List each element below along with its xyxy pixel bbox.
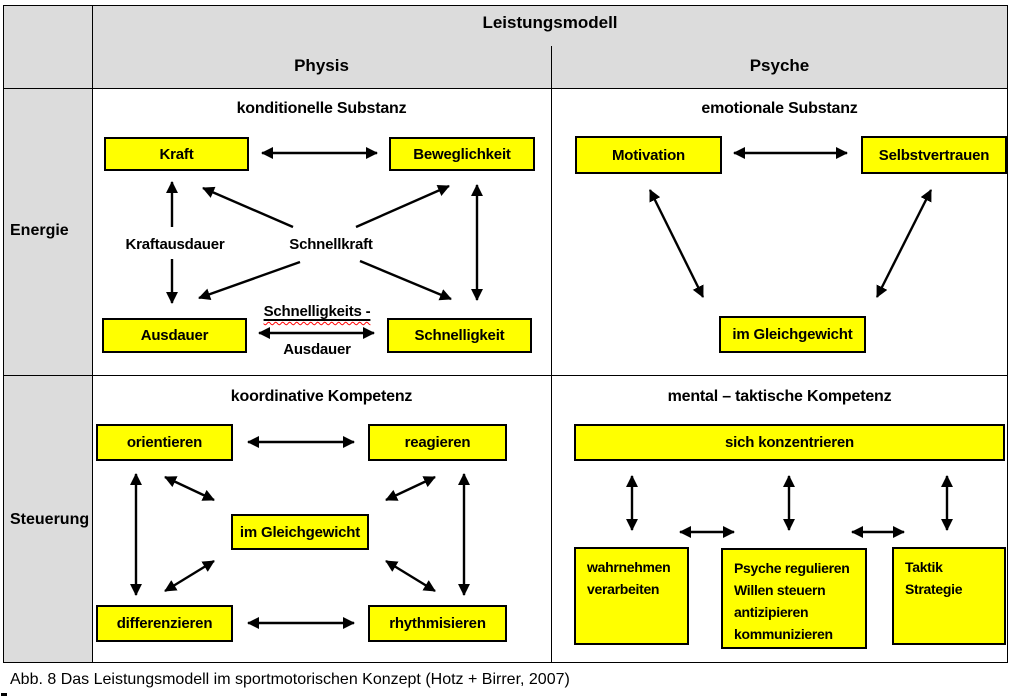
table-outer-border	[3, 5, 1008, 663]
grid-line-vertical-physis-psyche	[551, 46, 552, 663]
heading-koordinative-kompetenz: koordinative Kompetenz	[230, 388, 413, 405]
taktik-line1: Taktik	[905, 559, 943, 575]
label-schnelligkeits-ausdauer-line2: Ausdauer	[283, 341, 351, 358]
heading-mental-taktische-kompetenz: mental – taktische Kompetenz	[667, 388, 892, 405]
box-motivation: Motivation	[575, 136, 722, 174]
figure-caption: Abb. 8 Das Leistungsmodell im sportmotor…	[10, 671, 570, 688]
box-psyche-regulieren: Psyche regulieren Willen steuern antizip…	[721, 548, 867, 649]
grid-line-horizontal-header	[3, 88, 1008, 89]
psyche-line1: Psyche regulieren	[734, 560, 850, 576]
table-title: Leistungsmodell	[482, 13, 618, 32]
column-header-psyche: Psyche	[749, 56, 810, 75]
label-schnelligkeits-ausdauer-line1: Schnelligkeits -	[263, 303, 371, 320]
box-orientieren: orientieren	[96, 424, 233, 461]
box-wahrnehmen-verarbeiten: wahrnehmen verarbeiten	[574, 547, 689, 645]
wahrnehmen-line2: verarbeiten	[587, 581, 660, 597]
header-row-background	[92, 5, 1008, 88]
grid-line-horizontal-middle	[3, 375, 1008, 376]
heading-emotionale-substanz: emotionale Substanz	[701, 100, 858, 117]
box-rhythmisieren: rhythmisieren	[368, 605, 507, 642]
wahrnehmen-line1: wahrnehmen	[587, 559, 671, 575]
box-im-gleichgewicht-emotional: im Gleichgewicht	[719, 316, 866, 353]
box-reagieren: reagieren	[368, 424, 507, 461]
box-kraft: Kraft	[104, 137, 249, 171]
box-schnelligkeit: Schnelligkeit	[387, 318, 532, 353]
heading-konditionelle-substanz: konditionelle Substanz	[236, 100, 407, 117]
grid-line-vertical-labels	[92, 5, 93, 663]
label-schnellkraft: Schnellkraft	[289, 236, 373, 253]
box-differenzieren: differenzieren	[96, 605, 233, 642]
psyche-line4: kommunizieren	[734, 626, 833, 642]
box-taktik-strategie: Taktik Strategie	[892, 547, 1006, 645]
column-header-physis: Physis	[294, 56, 349, 75]
taktik-line2: Strategie	[905, 581, 963, 597]
box-beweglichkeit: Beweglichkeit	[389, 137, 535, 171]
row-header-steuerung: Steuerung	[10, 511, 90, 528]
row-header-energie: Energie	[10, 222, 69, 239]
box-im-gleichgewicht-koordinativ: im Gleichgewicht	[231, 514, 369, 550]
psyche-line2: Willen steuern	[734, 582, 826, 598]
box-ausdauer: Ausdauer	[102, 318, 247, 353]
box-sich-konzentrieren: sich konzentrieren	[574, 424, 1005, 461]
label-kraftausdauer: Kraftausdauer	[125, 236, 225, 253]
stray-mark	[1, 693, 7, 696]
box-selbstvertrauen: Selbstvertrauen	[861, 136, 1007, 174]
psyche-line3: antizipieren	[734, 604, 809, 620]
row-label-column-background	[3, 5, 92, 663]
